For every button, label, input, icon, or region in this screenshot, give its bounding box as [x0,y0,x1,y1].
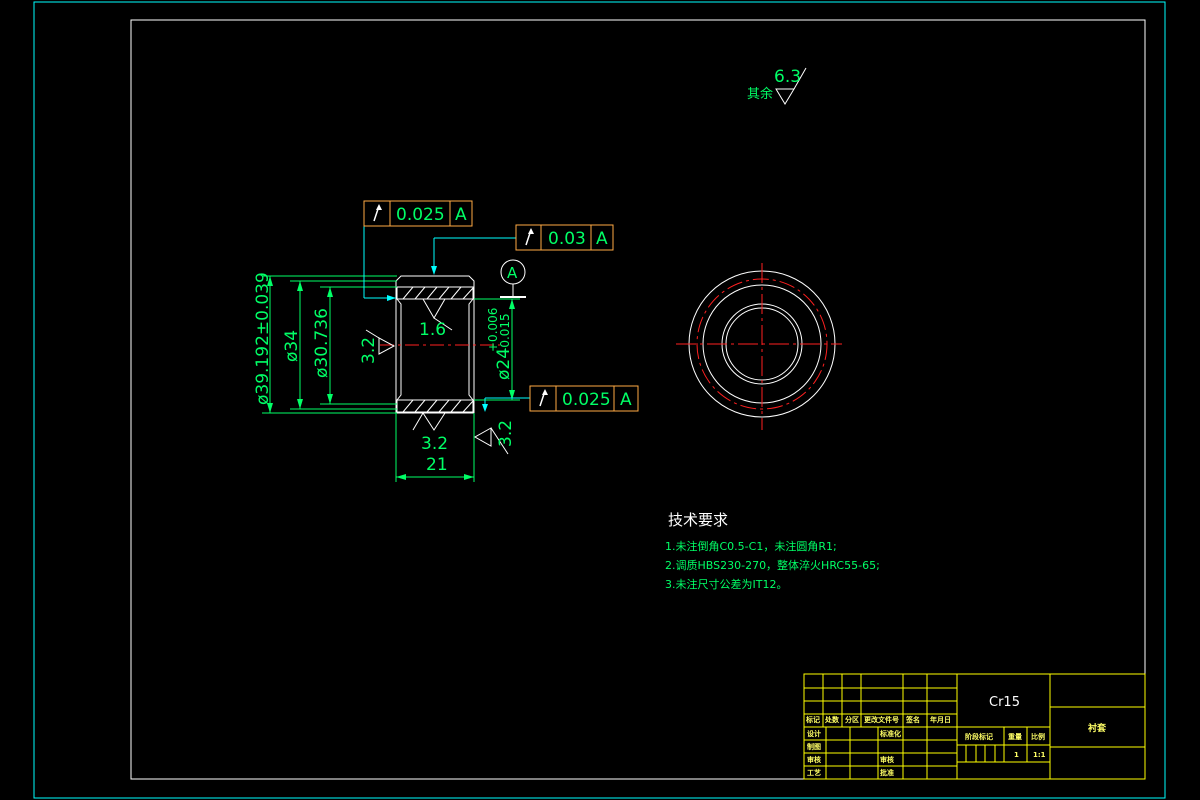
tb-drafting: 制图 [807,742,821,751]
fcf-1-datum: A [455,205,467,225]
roughness-bottom: 3.2 [421,434,448,454]
fcf-2: 0.03 A [515,224,614,251]
roughness-left-face: 3.2 [359,337,379,364]
length-dim: 21 [426,455,448,475]
roughness-bore: 1.6 [419,320,446,340]
tech-req-title: 技术要求 [668,511,728,529]
fcf-3-datum: A [620,390,632,410]
fcf-1-tolerance: 0.025 [396,205,445,225]
tb-stage-mark: 阶段标记 [965,732,993,741]
fcf-2-datum: A [596,229,608,249]
roughness-rest-label: 其余 [747,86,773,102]
material-label: Cr15 [989,695,1020,710]
diameter-dimensions [262,275,520,482]
tb-process: 工艺 [807,768,821,777]
tb-date: 年月日 [930,715,951,724]
tb-scale-value: 1:1 [1033,751,1046,759]
drawing-frame [130,19,1146,780]
tb-zone: 分区 [845,715,859,724]
bore-tol-upper: +0.006 [486,308,500,352]
tb-review-2: 审核 [880,755,894,764]
tb-scale: 比例 [1031,732,1045,741]
tb-review: 审核 [807,755,821,764]
fcf-3-tolerance: 0.025 [562,390,611,410]
section-view [380,275,500,414]
outer-diameter-dim: ø39.192±0.039 [253,272,273,405]
tb-mark: 标记 [805,715,820,724]
tb-approve: 批准 [880,768,894,777]
fcf-2-tolerance: 0.03 [548,229,586,249]
fcf-1: 0.025 A [363,200,473,227]
datum-label: A [507,264,518,282]
dimension-arrows [267,276,515,480]
part-name: 衬套 [1088,722,1107,734]
roughness-rest-value: 6.3 [774,67,801,87]
diameter-30-dim: ø30.736 [312,308,332,378]
title-block [803,673,1146,780]
tb-design: 设计 [807,729,821,738]
tech-req-item-3: 3.未注尺寸公差为IT12。 [665,577,787,591]
datum-symbol: A [500,259,526,298]
roughness-right-face: 3.2 [496,420,516,447]
bore-tol-lower: -0.015 [498,313,512,352]
tech-req-item-1: 1.未注倒角C0.5-C1，未注圆角R1; [665,539,837,553]
tb-signature: 签名 [905,715,920,724]
sheet-border [33,1,1166,799]
bore-diameter-dim: ø24 [494,348,514,380]
surface-finish-marks [365,67,807,455]
tb-quantity-value: 1 [1014,751,1019,759]
diameter-34-dim: ø34 [282,330,302,362]
tb-change-doc: 更改文件号 [864,715,899,724]
fcf-3: 0.025 A [529,385,639,412]
tb-standardize: 标准化 [879,729,901,738]
tech-req-item-2: 2.调质HBS230-270，整体淬火HRC55-65; [665,558,880,572]
side-view [676,263,842,430]
tb-weight: 重量 [1008,732,1022,741]
tb-count: 处数 [824,715,840,724]
fcf-leader-arrows [387,266,488,412]
